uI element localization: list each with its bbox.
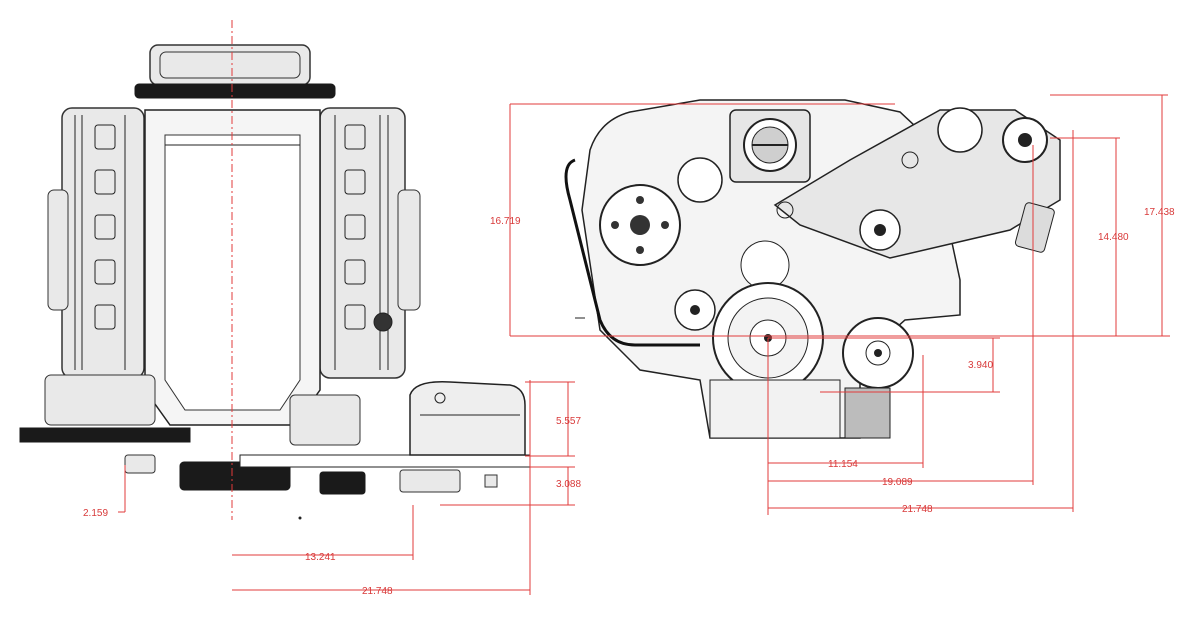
front-view-engine xyxy=(19,20,531,520)
dim-side-height-right: 17.438 xyxy=(1144,207,1175,218)
drive-snout xyxy=(399,381,526,493)
left-cylinder-head xyxy=(47,107,145,379)
dim-half-width: 13.241 xyxy=(305,552,336,563)
dim-bracket-height: 14.480 xyxy=(1098,232,1129,243)
dim-side-overall-width: 21.748 xyxy=(902,504,933,515)
dim-pulley-offset: 3.088 xyxy=(556,479,581,490)
front-view-dimensions: 5.557 3.088 2.159 13.241 21.748 xyxy=(83,380,581,597)
right-cylinder-head xyxy=(319,107,421,379)
dim-pulley-x1: 11.154 xyxy=(828,459,858,470)
side-view-engine xyxy=(564,99,1061,439)
oil-pan xyxy=(709,379,841,439)
dim-crank-offset: 3.940 xyxy=(968,360,993,371)
dim-bottom-offset: 2.159 xyxy=(83,508,108,519)
water-pump-pulley xyxy=(677,157,723,203)
dim-pulley-height: 5.557 xyxy=(556,416,581,427)
timing-cover xyxy=(740,240,790,290)
top-pulley-assembly xyxy=(134,44,336,99)
front-lower-block xyxy=(19,374,531,495)
dim-pulley-x2: 19.089 xyxy=(882,477,913,488)
side-view-dimensions: 16.719 17.438 14.480 3.940 11.154 19.089… xyxy=(490,94,1175,515)
power-steering-pulley xyxy=(842,317,914,389)
throttle-body xyxy=(729,109,811,183)
dim-front-overall-width: 21.748 xyxy=(362,586,393,597)
ps-reservoir xyxy=(844,387,891,439)
serpentine-belt xyxy=(564,158,700,347)
dim-side-height-left: 16.719 xyxy=(490,216,521,227)
ac-pulley xyxy=(599,184,681,266)
supercharger-bracket xyxy=(773,107,1061,259)
